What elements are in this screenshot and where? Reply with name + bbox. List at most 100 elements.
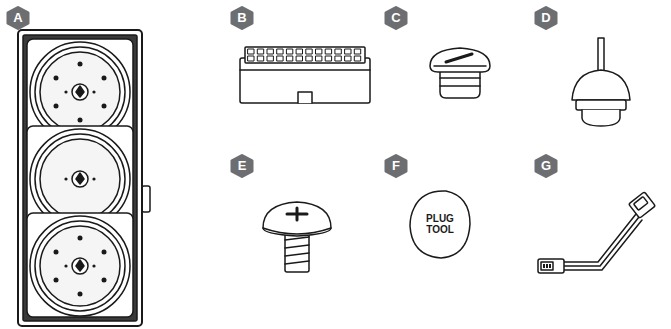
plug-illustration-part bbox=[430, 48, 490, 72]
part-label: PLUG TOOL bbox=[423, 213, 457, 235]
connector-illustration-part-part bbox=[248, 49, 254, 54]
cable-illustration-part bbox=[543, 264, 551, 268]
cable-illustration bbox=[538, 192, 655, 273]
fan-illustration-part bbox=[72, 84, 88, 100]
connector-illustration-part-part bbox=[258, 49, 264, 54]
fan-illustration-part-part bbox=[92, 177, 95, 180]
connector-illustration-part-part bbox=[345, 56, 351, 61]
callout-letter: B bbox=[237, 11, 246, 25]
fan-illustration-part bbox=[35, 221, 125, 311]
cable-illustration-part bbox=[562, 217, 639, 266]
callout-letter-badge: A bbox=[7, 7, 29, 29]
badge-hexagon bbox=[386, 8, 406, 29]
connector-illustration-part-part bbox=[306, 56, 312, 61]
fan-illustration-part-part bbox=[102, 104, 107, 109]
callout-letter-badge: B bbox=[231, 7, 253, 29]
fill-port-illustration-part bbox=[572, 70, 630, 100]
screw-illustration bbox=[263, 202, 331, 272]
radiator-illustration-part bbox=[142, 186, 150, 212]
connector-illustration-part-part bbox=[287, 49, 293, 54]
connector-illustration-part-part bbox=[355, 49, 361, 54]
connector-illustration-part-part bbox=[277, 56, 283, 61]
fan-illustration-part-part bbox=[92, 90, 95, 93]
fan-illustration-part-part bbox=[78, 236, 83, 241]
fan-illustration-part bbox=[76, 173, 84, 184]
badge-hexagon bbox=[8, 8, 28, 29]
connector-illustration-part-part bbox=[335, 49, 341, 54]
connector-illustration-part-part bbox=[277, 49, 283, 54]
connector-illustration-part-part bbox=[306, 49, 312, 54]
fan-illustration-part-part bbox=[54, 250, 59, 255]
fan-illustration-part bbox=[54, 62, 107, 123]
callout-letter: F bbox=[392, 159, 400, 173]
connector-illustration-part bbox=[298, 92, 312, 103]
tool-outline-path bbox=[410, 191, 470, 258]
connector-illustration-part bbox=[248, 49, 361, 61]
fan-illustration-part bbox=[72, 171, 88, 187]
fan-illustration-part-part bbox=[78, 62, 83, 67]
parts-illustration-part bbox=[18, 30, 655, 326]
connector-illustration-part-part bbox=[335, 56, 341, 61]
fan-illustration-part bbox=[40, 52, 120, 132]
badge-hexagon bbox=[536, 156, 556, 177]
connector-illustration-part-part bbox=[297, 56, 303, 61]
callout-letter: A bbox=[13, 11, 22, 25]
fill-port-illustration bbox=[572, 38, 630, 126]
callout-letter: D bbox=[541, 11, 550, 25]
callout-letter-badge: C bbox=[385, 7, 407, 29]
fan-illustration-part-part bbox=[92, 264, 95, 267]
fan-illustration-part-part bbox=[102, 76, 107, 81]
fan-illustration-part bbox=[54, 236, 107, 297]
fan-illustration-part bbox=[27, 213, 133, 317]
fan-illustration-part-part bbox=[54, 104, 59, 109]
fan-illustration-part-part bbox=[54, 278, 59, 283]
connector-illustration-part-part bbox=[258, 56, 264, 61]
fan-illustration-part-part bbox=[78, 118, 83, 123]
fan-illustration-part-part bbox=[102, 250, 107, 255]
callout-letter-badge: E bbox=[231, 155, 253, 177]
badge-hexagon bbox=[386, 156, 406, 177]
radiator-illustration-part bbox=[18, 30, 142, 326]
connector-illustration-part-part bbox=[248, 56, 254, 61]
cable-illustration-part bbox=[634, 197, 648, 211]
cable-illustration-part-part bbox=[543, 264, 545, 268]
connector-illustration-part bbox=[245, 47, 365, 63]
cable-illustration-part bbox=[538, 259, 564, 273]
fan-illustration-part-part bbox=[64, 264, 67, 267]
callout-letter-badge: G bbox=[535, 155, 557, 177]
fill-port-illustration-part bbox=[598, 38, 604, 74]
fan-illustration-part bbox=[40, 226, 120, 306]
fill-port-illustration-part bbox=[582, 110, 620, 126]
screw-illustration-part bbox=[285, 232, 309, 272]
cable-illustration-part-part bbox=[546, 264, 548, 268]
cable-illustration-part bbox=[562, 220, 642, 270]
screw-illustration-part bbox=[263, 228, 331, 234]
plug-illustration-part bbox=[440, 70, 480, 98]
screw-illustration-part bbox=[285, 237, 309, 264]
connector-illustration-part-part bbox=[326, 49, 332, 54]
connector-illustration-part-part bbox=[355, 56, 361, 61]
callout-letter: E bbox=[238, 159, 247, 173]
fill-port-illustration-part bbox=[576, 100, 626, 110]
badge-hexagon bbox=[232, 156, 252, 177]
fan-illustration-part-part bbox=[64, 90, 67, 93]
badge-hexagon bbox=[536, 8, 556, 29]
fan-illustration-part bbox=[35, 134, 125, 224]
callout-letter-badge: F bbox=[385, 155, 407, 177]
connector-illustration-part-part bbox=[267, 56, 273, 61]
connector-illustration-part-part bbox=[297, 49, 303, 54]
connector-illustration-part-part bbox=[267, 49, 273, 54]
plug-illustration-part bbox=[440, 85, 480, 87]
badge-hexagon bbox=[232, 8, 252, 29]
plug-illustration-part bbox=[434, 65, 486, 67]
plug-illustration-part bbox=[440, 77, 480, 79]
connector-illustration-part-part bbox=[345, 49, 351, 54]
plug-illustration bbox=[430, 48, 490, 98]
callout-letter: G bbox=[541, 159, 551, 173]
connector-illustration-part-part bbox=[316, 56, 322, 61]
fan-illustration-part bbox=[40, 139, 120, 219]
callout-letter-badge: D bbox=[535, 7, 557, 29]
